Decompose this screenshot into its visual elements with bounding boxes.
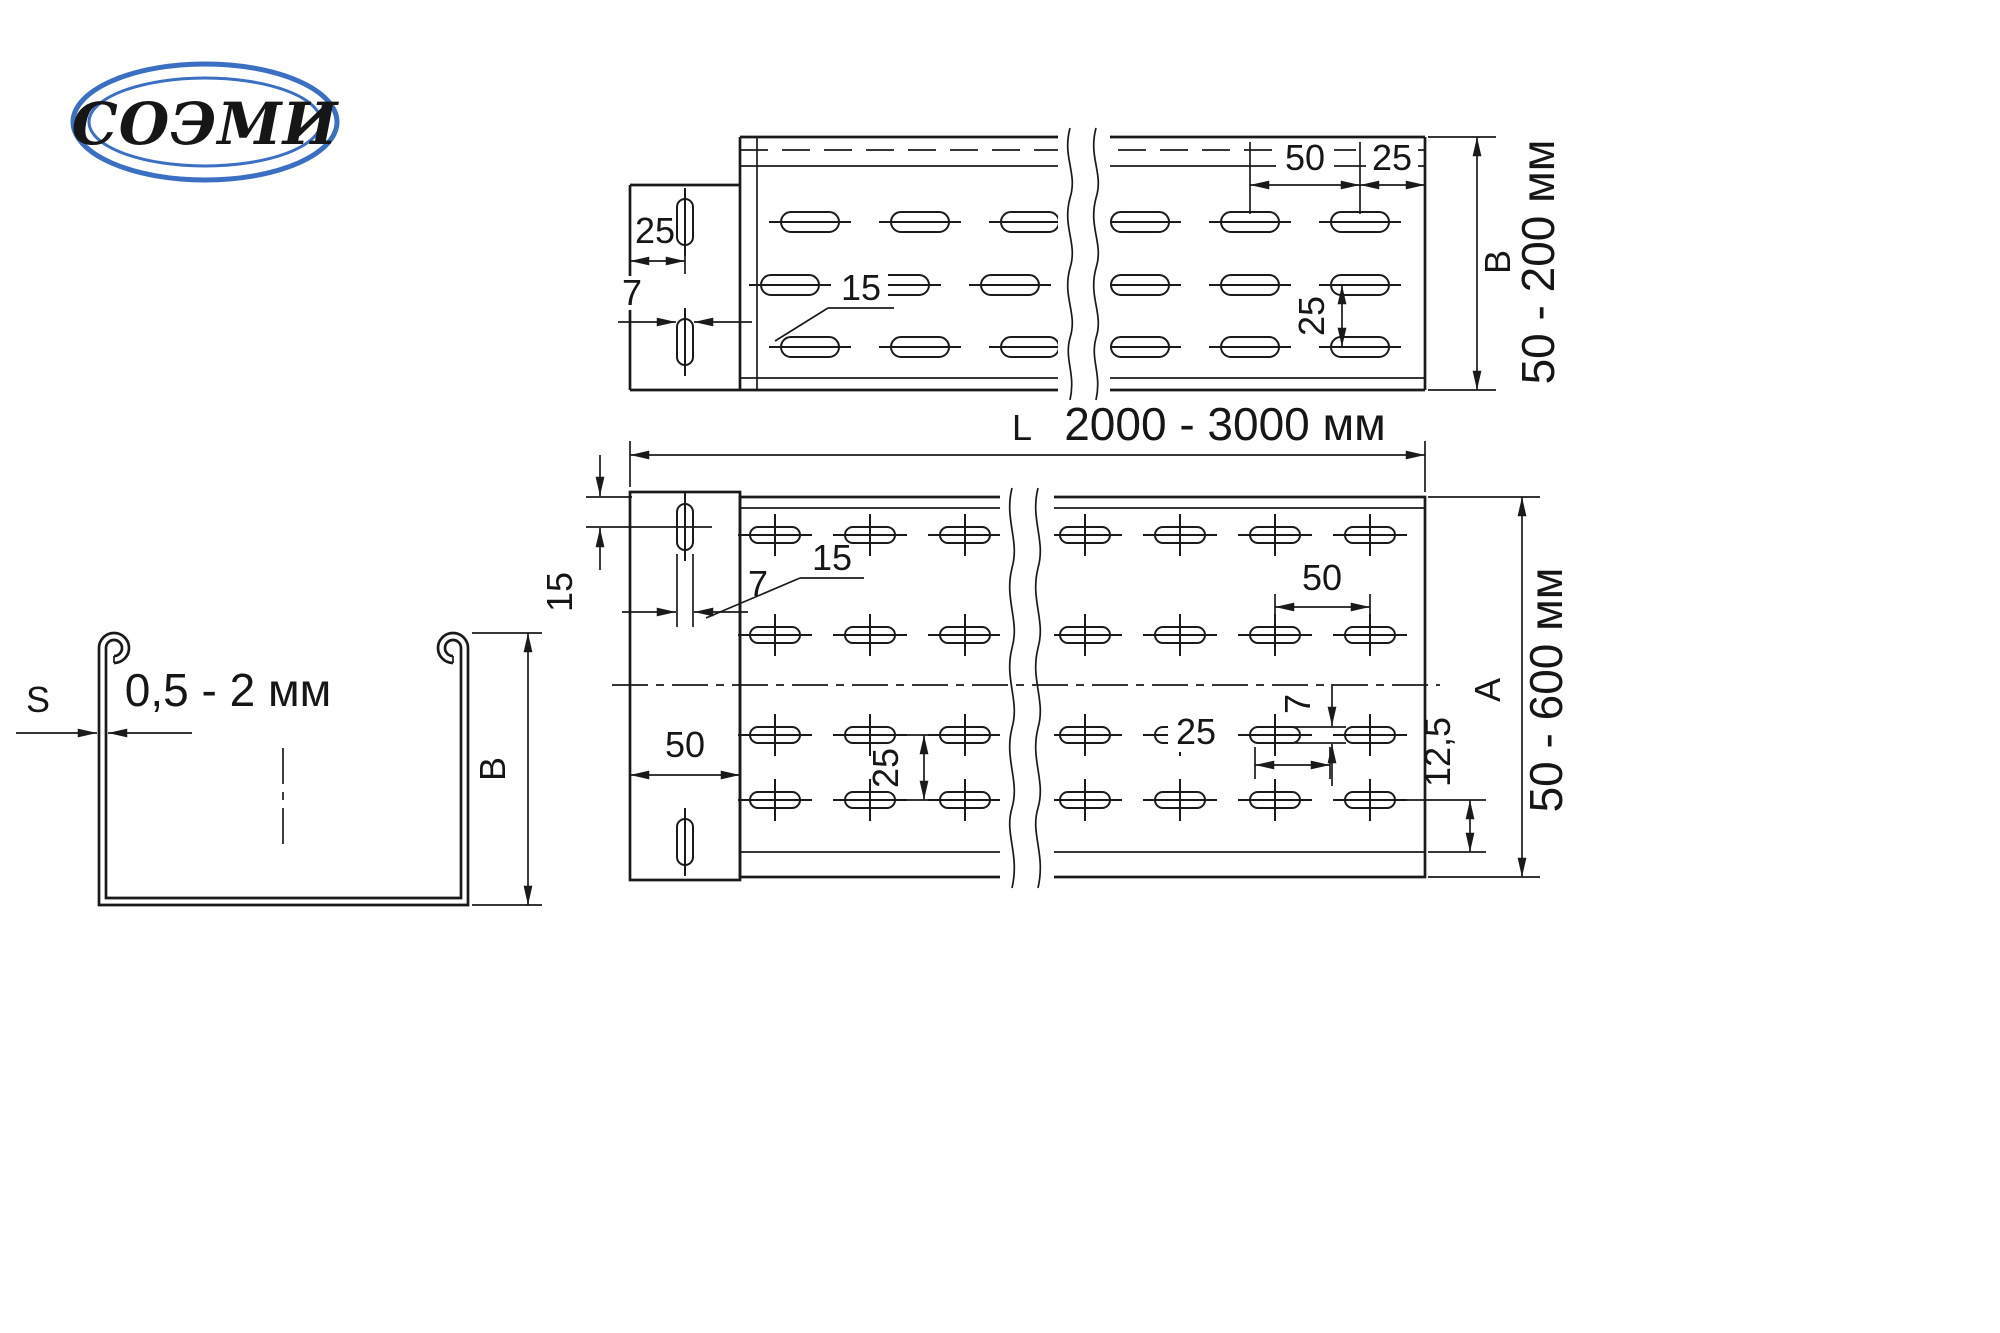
perforation-slot	[968, 274, 1052, 296]
perforation-slot	[1208, 274, 1292, 296]
side-slot-length: 15	[841, 267, 881, 308]
plan-body	[738, 495, 1427, 879]
thickness-letter: S	[26, 679, 50, 720]
perforation-slot	[737, 778, 813, 822]
perforation-slot	[1047, 713, 1123, 757]
logo-inner-ring	[87, 76, 323, 168]
dim-side-height: B 50 - 200 мм	[1428, 136, 1564, 391]
perforation-slot	[1208, 211, 1292, 233]
perforation-slot	[737, 613, 813, 657]
perforation-slot	[1047, 513, 1123, 557]
dim-plan-row-spacing: 25	[865, 734, 942, 801]
plan-length-range: 2000 - 3000 мм	[1064, 398, 1386, 450]
plan-width-range: 50 - 600 мм	[1520, 568, 1572, 813]
perforation-slot	[768, 336, 852, 358]
plan-top-offset: 15	[539, 572, 580, 612]
logo-outer-ring	[70, 61, 340, 183]
dim-plan-slot-width: 7	[1277, 684, 1346, 786]
perforation-slot	[748, 274, 832, 296]
break-gap	[1000, 486, 1054, 890]
plan-hole-pitch: 50	[1302, 557, 1342, 598]
perforation-slot	[676, 807, 694, 877]
perforation-slot	[1208, 336, 1292, 358]
perforation-slot	[1318, 336, 1402, 358]
company-logo: СОЭМИ	[70, 61, 340, 183]
dim-side-tab-offset: 25	[630, 210, 686, 274]
plan-edge-distance: 12,5	[1417, 717, 1458, 787]
perforation-slot	[1098, 211, 1182, 233]
dim-plan-top-offset: 15	[539, 455, 712, 612]
side-edge-distance: 25	[1372, 137, 1412, 178]
cross-section-view: S 0,5 - 2 мм B	[16, 631, 542, 907]
side-tab-hole-offset: 25	[635, 210, 675, 251]
perforation-slot	[1142, 513, 1218, 557]
perforation-slot	[737, 513, 813, 557]
profile-edge-caps	[113, 656, 454, 663]
perforation-slot	[1237, 513, 1313, 557]
profile-inner-contour	[104, 638, 463, 900]
perforation-slot	[676, 187, 694, 257]
perforation-slot	[832, 613, 908, 657]
perforation-slot	[768, 211, 852, 233]
side-tab-slot-width: 7	[622, 272, 642, 313]
perforation-slot	[878, 211, 962, 233]
perforation-slot	[1237, 778, 1313, 822]
dim-side-row-spacing: 25	[1291, 285, 1347, 347]
perforation-slot	[878, 336, 962, 358]
dim-plan-width: A 50 - 600 мм	[1428, 496, 1572, 878]
dim-plan-tab-slot-width: 7	[622, 554, 768, 627]
plan-view: L 2000 - 3000 мм	[539, 398, 1572, 890]
perforation-slot	[1332, 613, 1408, 657]
perforation-slot	[1237, 713, 1313, 757]
perforation-slot	[927, 613, 1003, 657]
break-gap	[1058, 126, 1110, 400]
plan-row-spacing: 25	[865, 748, 906, 788]
dim-side-pitch: 50 25	[1249, 137, 1425, 214]
dim-plan-length: L 2000 - 3000 мм	[629, 398, 1426, 492]
perforation-slot	[1332, 713, 1408, 757]
profile-outer-contour	[97, 631, 470, 907]
plan-tab-slot-width: 7	[748, 563, 768, 604]
side-height-letter: B	[1477, 250, 1518, 274]
plan-slot-length: 15	[812, 537, 852, 578]
perforation-slot	[1142, 778, 1218, 822]
dim-plan-slot-length: 15	[705, 537, 864, 619]
dim-profile-height: B	[472, 632, 542, 906]
perforation-slot	[1332, 513, 1408, 557]
plan-hole-offset: 25	[1176, 711, 1216, 752]
dim-plan-tab-width: 50	[630, 724, 740, 780]
profile-height-letter: B	[472, 757, 513, 781]
perforation-slot	[1142, 613, 1218, 657]
dim-thickness: S 0,5 - 2 мм	[16, 664, 331, 738]
perforation-slot	[927, 513, 1003, 557]
thickness-range: 0,5 - 2 мм	[125, 664, 331, 716]
dim-side-tab-slot-width: 7	[616, 272, 752, 327]
perforation-slot	[676, 307, 694, 377]
perforation-slot	[1098, 274, 1182, 296]
perforation-slot	[1098, 336, 1182, 358]
side-height-range: 50 - 200 мм	[1512, 140, 1564, 385]
perforation-slot	[1318, 211, 1402, 233]
logo-text: СОЭМИ	[72, 90, 340, 158]
plan-tab-width: 50	[665, 724, 705, 765]
perforation-slot	[737, 713, 813, 757]
perforation-slot	[1318, 274, 1402, 296]
dim-plan-edge-distance: 12,5	[1395, 717, 1486, 853]
dim-plan-hole-offset: 25	[1168, 711, 1331, 779]
side-view: 50 25 25 7 15 25 B 50 - 200 мм	[616, 126, 1564, 401]
perforation-slot	[1237, 613, 1313, 657]
side-row-spacing: 25	[1291, 296, 1332, 336]
perforation-slot	[1047, 613, 1123, 657]
plan-slot-width: 7	[1277, 694, 1318, 714]
perforation-slot	[1047, 778, 1123, 822]
dim-plan-pitch: 50	[1274, 557, 1371, 617]
dim-side-slot-length: 15	[774, 267, 894, 342]
side-hole-pitch: 50	[1285, 137, 1325, 178]
plan-length-letter: L	[1012, 407, 1032, 448]
plan-width-letter: A	[1467, 678, 1508, 702]
